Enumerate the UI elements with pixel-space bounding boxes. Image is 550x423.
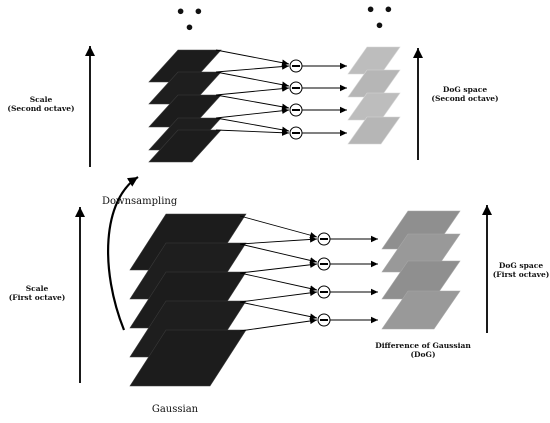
gaussian-caption: Gaussian bbox=[151, 404, 199, 415]
downsampling-arrow bbox=[106, 176, 139, 331]
connector-arrow bbox=[215, 94, 290, 110]
connector-arrow bbox=[239, 215, 318, 239]
minus-operator bbox=[289, 126, 303, 140]
connector-arrow bbox=[239, 272, 318, 292]
connector-arrow bbox=[239, 261, 318, 274]
connector-arrow bbox=[215, 129, 290, 136]
dog-caption: Difference of Gaussian (DoG) bbox=[375, 341, 471, 359]
minus-operator bbox=[289, 81, 303, 95]
dog-layer bbox=[347, 116, 401, 145]
downsampling-label: Downsampling bbox=[102, 196, 178, 207]
minus-to-dog-arrows-first-octave bbox=[330, 235, 378, 324]
dog-layers-second-octave bbox=[347, 46, 401, 145]
minus-operator bbox=[289, 103, 303, 117]
minus-nodes-first-octave bbox=[317, 232, 331, 327]
ellipsis-top-left: • • • bbox=[175, 2, 205, 37]
gaussian-layer bbox=[148, 129, 222, 163]
scale-second-octave-label: Scale (Second octave) bbox=[7, 95, 75, 113]
ellipsis-top-right: • • • bbox=[365, 0, 395, 35]
connector-arrow bbox=[239, 301, 318, 320]
minus-operator bbox=[317, 285, 331, 299]
dog-space-first-octave-label: DoG space (First octave) bbox=[492, 261, 550, 279]
minus-operator bbox=[317, 232, 331, 246]
connector-arrow bbox=[215, 71, 290, 88]
connector-arrow bbox=[215, 49, 290, 66]
connector-arrow bbox=[239, 236, 318, 245]
dog-layer bbox=[381, 290, 461, 330]
connector-arrow bbox=[239, 289, 318, 303]
connector-arrow bbox=[215, 63, 290, 73]
scale-first-octave-label: Scale (First octave) bbox=[8, 284, 66, 302]
connector-arrow bbox=[215, 107, 290, 119]
minus-nodes-second-octave bbox=[289, 59, 303, 140]
minus-operator bbox=[317, 257, 331, 271]
connector-arrow bbox=[239, 317, 318, 332]
gaussian-to-minus-arrows-second-octave bbox=[215, 49, 290, 136]
minus-operator bbox=[289, 59, 303, 73]
dog-layers-first-octave bbox=[381, 210, 461, 330]
gaussian-to-minus-arrows-first-octave bbox=[239, 215, 318, 332]
connector-arrow bbox=[215, 85, 290, 96]
gaussian-layers-second-octave bbox=[148, 49, 222, 163]
minus-operator bbox=[317, 313, 331, 327]
minus-to-dog-arrows-second-octave bbox=[302, 62, 347, 137]
connector-arrow bbox=[215, 117, 290, 133]
gaussian-layers-first-octave bbox=[129, 213, 247, 387]
gaussian-layer bbox=[129, 329, 247, 387]
dog-space-second-octave-label: DoG space (Second octave) bbox=[431, 85, 499, 103]
connector-arrow bbox=[239, 243, 318, 264]
